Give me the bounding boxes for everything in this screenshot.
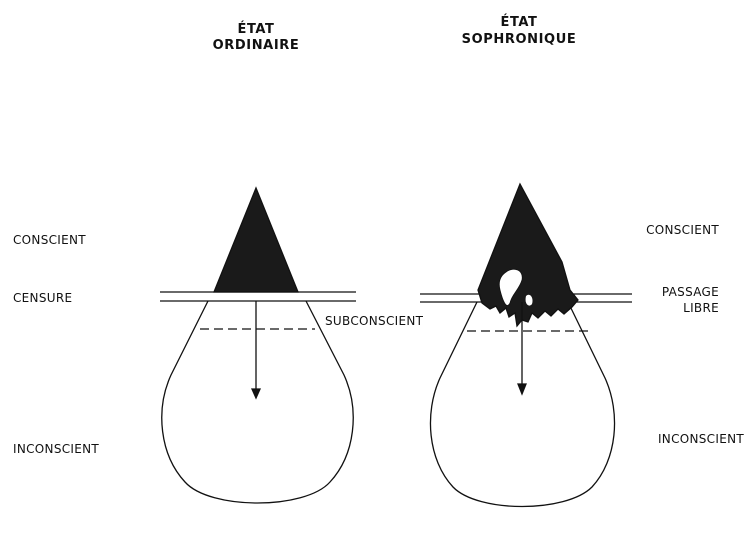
right-heading-line2: SOPHRONIQUE — [462, 32, 577, 47]
left-unconscious-bulb — [162, 301, 353, 503]
right-figure — [420, 184, 632, 507]
label-passage-line2: LIBRE — [683, 301, 719, 315]
label-censure: CENSURE — [13, 291, 72, 305]
left-arrow-head — [252, 389, 260, 398]
left-heading-line1: ÉTAT — [237, 21, 274, 37]
right-arrow-head — [518, 384, 526, 394]
left-heading-line2: ORDINAIRE — [213, 38, 300, 53]
label-inconscient-right: INCONSCIENT — [658, 432, 744, 446]
label-conscient-left: CONSCIENT — [13, 233, 86, 247]
label-conscient-right: CONSCIENT — [646, 223, 719, 237]
left-figure — [160, 188, 356, 503]
left-conscious-triangle — [214, 188, 298, 292]
label-subconscient: SUBCONSCIENT — [325, 314, 424, 328]
right-heading-line1: ÉTAT — [500, 14, 537, 30]
label-passage-line1: PASSAGE — [662, 285, 719, 299]
label-inconscient-left: INCONSCIENT — [13, 442, 99, 456]
